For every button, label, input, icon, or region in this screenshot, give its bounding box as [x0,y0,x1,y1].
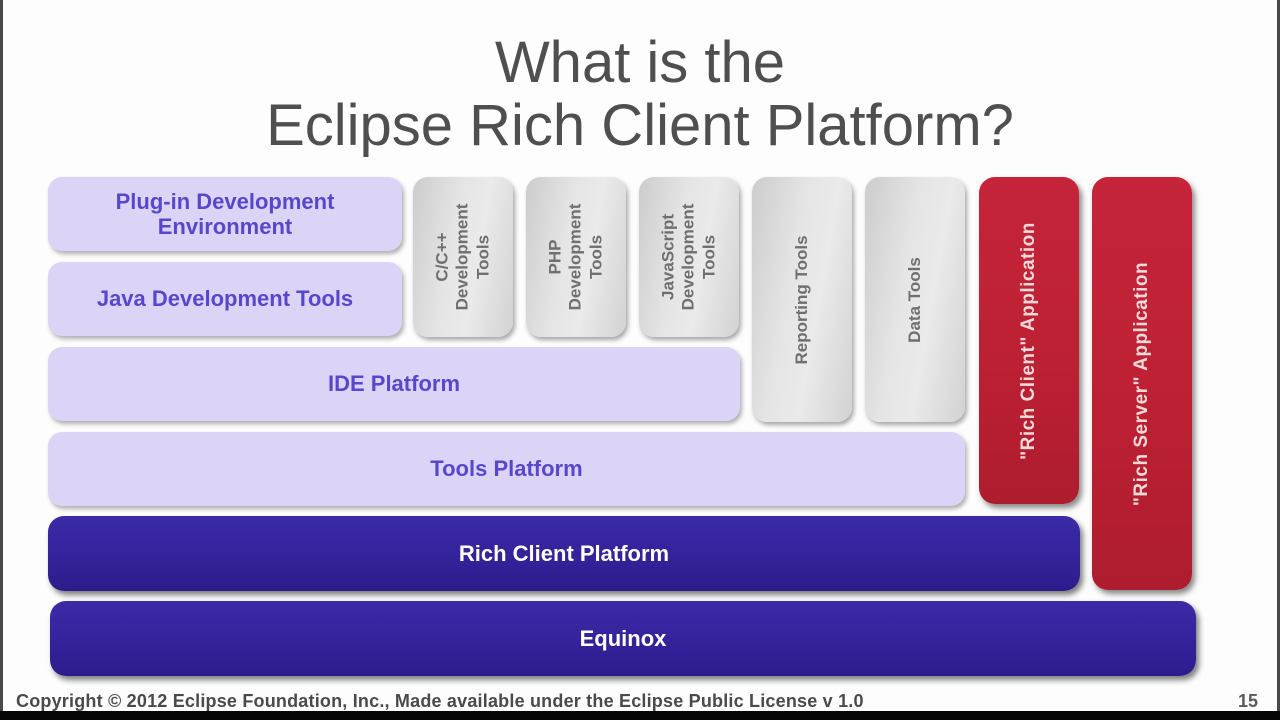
ide-platform-box: IDE Platform [48,347,740,421]
php-development-tools-label: PHP Development Tools [545,203,606,311]
rich-client-application-label: "Rich Client" Application [1018,221,1039,460]
reporting-tools-label: Reporting Tools [791,234,811,365]
tools-platform-box: Tools Platform [48,432,965,506]
javascript-development-tools-label: JavaScript Development Tools [658,203,719,311]
slide-title: What is the Eclipse Rich Client Platform… [0,30,1280,158]
footer-copyright: Copyright © 2012 Eclipse Foundation, Inc… [16,691,864,711]
slide-title-line1: What is the [494,30,786,95]
rich-client-application-box: "Rich Client" Application [979,177,1079,504]
java-development-tools-label: Java Development Tools [96,286,354,312]
php-development-tools-box: PHP Development Tools [526,177,626,337]
plugin-development-environment-box: Plug-in Development Environment [48,177,402,251]
plugin-development-environment-label: Plug-in Development Environment [115,188,335,239]
rich-server-application-label: "Rich Server" Application [1131,261,1152,506]
rich-client-platform-label: Rich Client Platform [458,540,670,566]
cpp-development-tools-box: C/C++ Development Tools [413,177,513,337]
ide-platform-label: IDE Platform [327,371,461,397]
bottom-black-bar [0,711,1280,720]
slide-title-line2: Eclipse Rich Client Platform? [266,92,1014,158]
equinox-bar: Equinox [50,601,1196,676]
right-edge-line [1277,0,1280,720]
rich-server-application-box: "Rich Server" Application [1092,177,1192,590]
javascript-development-tools-box: JavaScript Development Tools [639,177,739,337]
footer-page-number: 15 [1237,691,1258,711]
data-tools-label: Data Tools [904,256,924,343]
cpp-development-tools-label: C/C++ Development Tools [432,203,493,311]
equinox-label: Equinox [579,625,667,651]
java-development-tools-box: Java Development Tools [48,262,402,336]
reporting-tools-box: Reporting Tools [752,177,852,422]
tools-platform-label: Tools Platform [430,456,583,482]
rich-client-platform-bar: Rich Client Platform [48,516,1080,591]
data-tools-box: Data Tools [865,177,965,422]
left-edge-line [0,0,3,720]
